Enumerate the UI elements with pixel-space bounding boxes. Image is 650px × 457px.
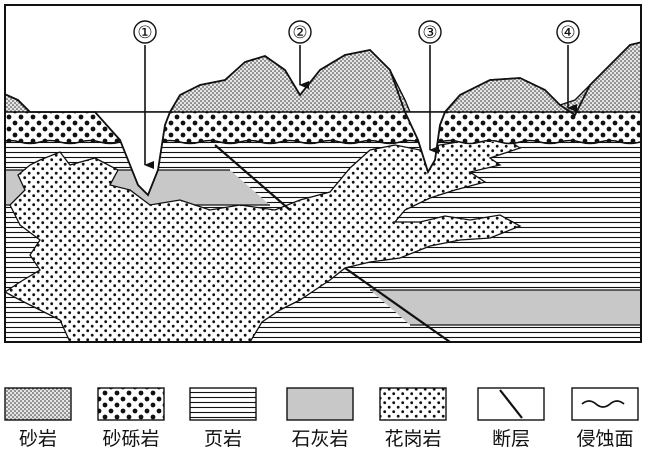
legend-swatch-limestone — [287, 388, 353, 420]
legend: 砂岩 砂砾岩 页岩 石灰岩 花岗岩 断层 侵蚀面 — [5, 388, 638, 450]
legend-item-conglomerate: 砂砾岩 — [98, 388, 164, 450]
legend-label-conglomerate: 砂砾岩 — [102, 428, 159, 450]
legend-label-erosion: 侵蚀面 — [576, 428, 633, 450]
legend-item-fault: 断层 — [478, 388, 544, 450]
marker-2: ② — [289, 21, 311, 85]
conglomerate-layer — [0, 112, 650, 142]
marker-1-label: ① — [137, 23, 152, 43]
legend-item-sandstone: 砂岩 — [5, 388, 71, 450]
legend-item-granite: 花岗岩 — [380, 388, 446, 450]
legend-swatch-granite — [380, 388, 446, 420]
marker-4-label: ④ — [560, 23, 575, 43]
legend-swatch-sandstone — [5, 388, 71, 420]
legend-label-shale: 页岩 — [204, 428, 242, 450]
legend-label-fault: 断层 — [492, 428, 530, 450]
legend-label-sandstone: 砂岩 — [19, 428, 57, 450]
limestone-band-right — [370, 290, 650, 325]
marker-2-label: ② — [292, 23, 307, 43]
marker-4: ④ — [557, 21, 579, 108]
sandstone-layer — [0, 40, 650, 112]
legend-label-limestone: 石灰岩 — [291, 428, 348, 450]
legend-item-erosion: 侵蚀面 — [572, 388, 638, 450]
marker-3-label: ③ — [422, 23, 437, 43]
legend-item-limestone: 石灰岩 — [287, 388, 353, 450]
legend-swatch-conglomerate — [98, 388, 164, 420]
legend-swatch-shale — [190, 388, 256, 420]
legend-label-granite: 花岗岩 — [384, 428, 441, 450]
legend-swatch-erosion — [572, 388, 638, 420]
legend-item-shale: 页岩 — [190, 388, 256, 450]
